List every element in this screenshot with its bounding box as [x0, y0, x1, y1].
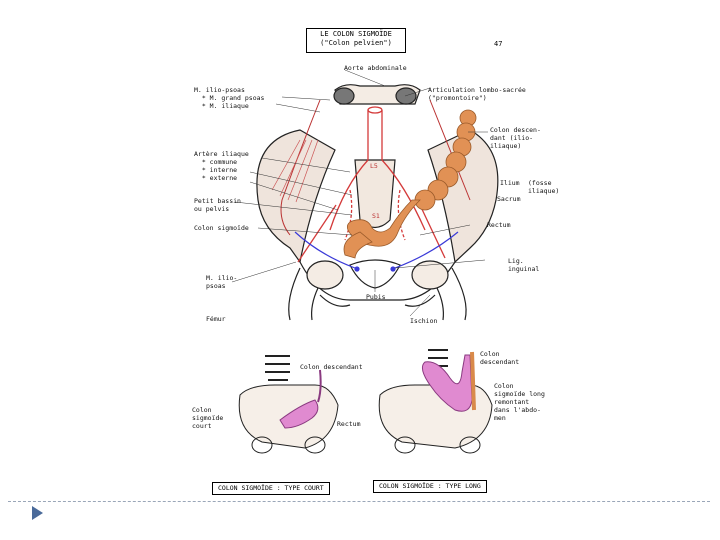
iliac-wing-left — [257, 130, 335, 262]
label-s1: S1 — [372, 212, 380, 220]
label-iliac-artery: Artère iliaque * commune * interne * ext… — [194, 150, 249, 182]
label-descending-colon: Colon descen- dant (ilio- iliaque) — [490, 126, 541, 150]
label-rectum: Rectum — [487, 221, 510, 229]
label-short-sigmoid: Colon sigmoïde court — [192, 406, 223, 430]
vertebral-disc-left — [334, 88, 354, 104]
spine-small-left — [265, 356, 290, 380]
label-iliopsoas-low: M. ilio- psoas — [206, 274, 237, 290]
ischium-right — [405, 295, 435, 306]
label-femur: Fémur — [206, 315, 226, 323]
label-aorta: Aorte abdominale — [344, 64, 407, 72]
femur-head-left — [307, 261, 343, 289]
label-sacrum: Sacrum — [497, 195, 520, 203]
vertebral-disc-right — [396, 88, 416, 104]
caption-long-type: COLON SIGMOÏDE : TYPE LONG — [373, 480, 487, 493]
label-fossa: (fosse iliaque) — [528, 179, 559, 195]
label-long-descending: Colon descendant — [480, 350, 519, 366]
ligament-end-right — [391, 267, 395, 271]
label-lig-inguinal: Lig. inguinal — [508, 257, 539, 273]
label-long-sigmoid: Colon sigmoïde long remontant dans l'abd… — [494, 382, 545, 422]
slide-divider — [8, 501, 710, 502]
label-short-rectum: Rectum — [337, 420, 360, 428]
label-psoas: M. ilio-psoas * M. grand psoas * M. ilia… — [194, 86, 264, 110]
bullet-triangle-icon — [32, 506, 43, 520]
long-type-figure — [379, 350, 492, 453]
ligament-end-left — [355, 267, 359, 271]
label-pubis: Pubis — [366, 293, 386, 301]
long-descending — [472, 352, 474, 410]
label-l5: L5 — [370, 162, 378, 170]
label-short-descending: Colon descendant — [300, 363, 363, 371]
femur-head-right — [412, 261, 448, 289]
label-ischium: Ischion — [410, 317, 437, 325]
label-ilium: Ilium — [500, 179, 520, 187]
aorta-top — [368, 107, 382, 113]
ischium-left — [320, 295, 350, 306]
label-lumbosacral: Articulation lombo-sacrée ("promontoire"… — [428, 86, 526, 102]
aorta — [368, 110, 382, 160]
label-pelvis: Petit bassin ou pelvis — [194, 197, 241, 213]
caption-short-type: COLON SIGMOÏDE : TYPE COURT — [212, 482, 330, 495]
label-sigmoid: Colon sigmoïde — [194, 224, 249, 232]
